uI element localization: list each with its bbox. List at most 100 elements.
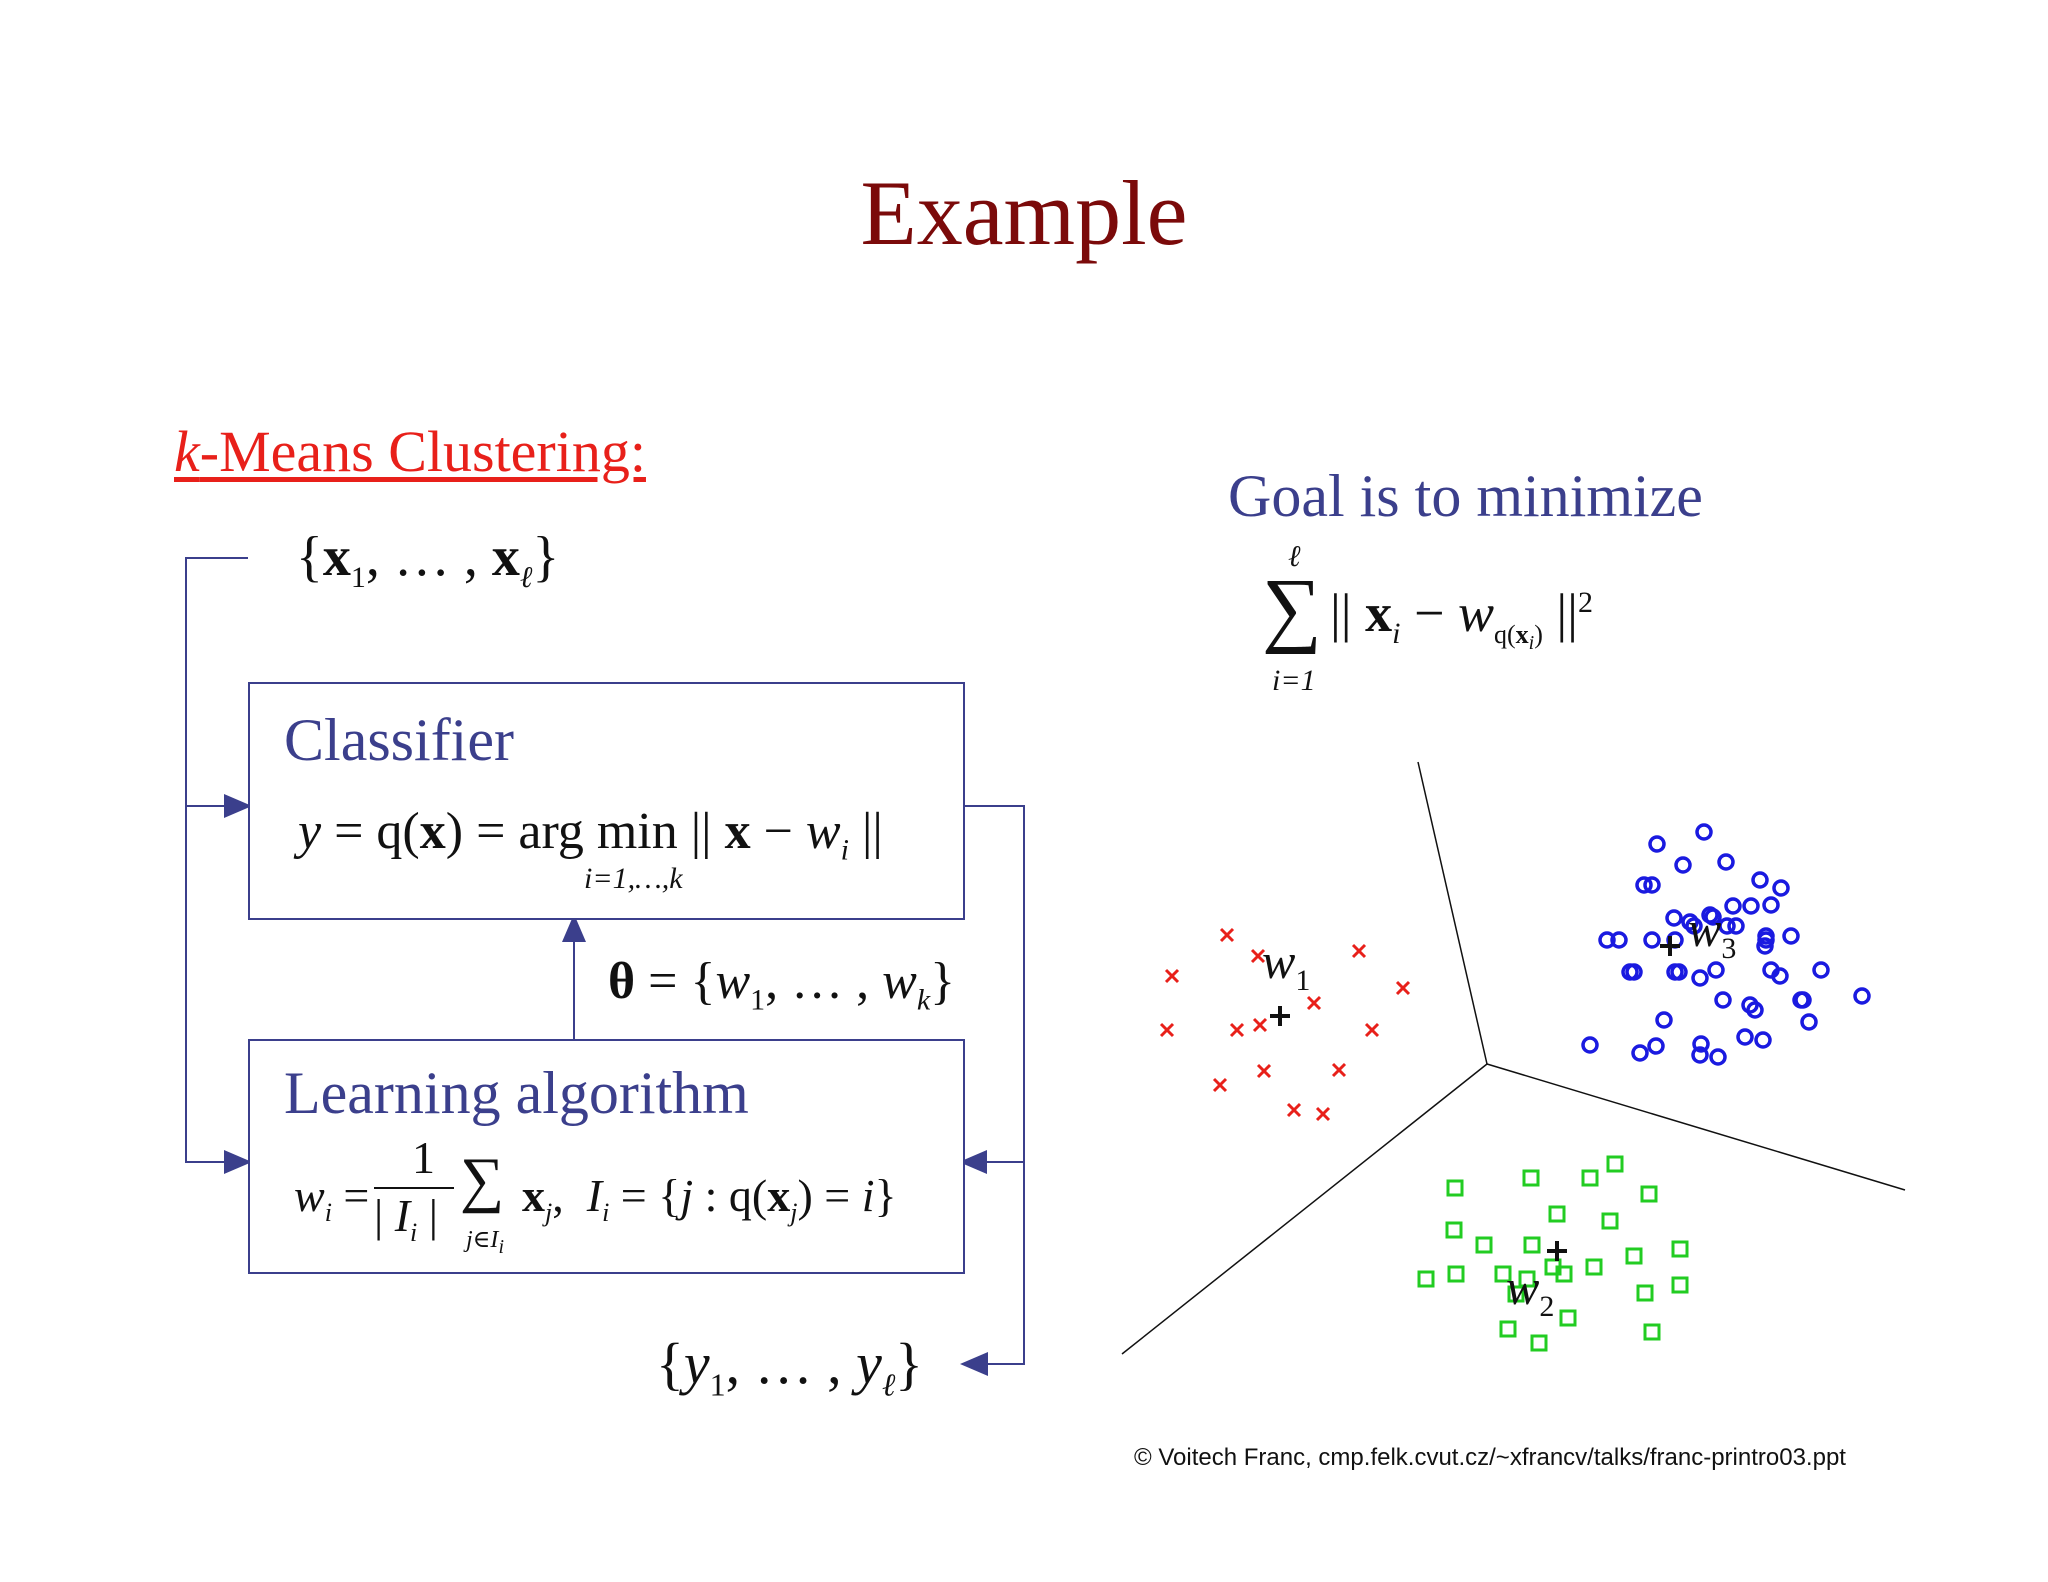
point-cluster-w3	[1635, 876, 1653, 894]
point-cluster-w2	[1446, 1179, 1464, 1197]
centroid-w3	[1660, 936, 1680, 956]
point-cluster-w2	[1636, 1284, 1654, 1302]
point-cluster-w3	[1736, 1028, 1754, 1046]
centroid-w2	[1547, 1241, 1567, 1261]
point-cluster-w1	[1212, 1077, 1228, 1093]
point-cluster-w1	[1351, 943, 1367, 959]
point-cluster-w3	[1714, 991, 1732, 1009]
point-cluster-w3	[1812, 961, 1830, 979]
point-cluster-w1	[1315, 1106, 1331, 1122]
point-cluster-w3	[1800, 1013, 1818, 1031]
point-cluster-w1	[1286, 1102, 1302, 1118]
point-cluster-w1	[1250, 948, 1266, 964]
point-cluster-w3	[1691, 1046, 1709, 1064]
point-cluster-w1	[1219, 927, 1235, 943]
output-feed-line	[960, 805, 1025, 1376]
point-cluster-w3	[1625, 963, 1643, 981]
point-cluster-w1	[1159, 1022, 1175, 1038]
output-set: {y1, … , yℓ}	[656, 1331, 924, 1403]
theta-parameters: θ = {w1, … , wk}	[608, 953, 956, 1017]
point-cluster-w3	[1792, 991, 1810, 1009]
voronoi-boundary	[1486, 1063, 1906, 1191]
objective-formula: ℓ ∑ i=1 || xi − wq(xi) ||2	[1262, 540, 1593, 697]
point-cluster-w2	[1548, 1205, 1566, 1223]
point-cluster-w3	[1648, 835, 1666, 853]
learning-box: Learning algorithm wi = 1 | Ii | ∑ j∈Ii …	[248, 1039, 965, 1274]
copyright-footer: © Voitech Franc, cmp.felk.cvut.cz/~xfran…	[1134, 1444, 1846, 1471]
centroid-w1	[1270, 1006, 1290, 1026]
slide-title: Example	[860, 162, 1188, 264]
point-cluster-w2	[1417, 1270, 1435, 1288]
learning-label: Learning algorithm	[284, 1060, 749, 1126]
point-cluster-w2	[1555, 1265, 1573, 1283]
point-cluster-w2	[1507, 1285, 1525, 1303]
point-cluster-w3	[1681, 913, 1699, 931]
point-cluster-w3	[1598, 931, 1616, 949]
learning-formula: wi = 1 | Ii | ∑ j∈Ii xj, Ii = {j : q(xj)…	[294, 1132, 897, 1258]
point-cluster-w1	[1252, 1017, 1268, 1033]
point-cluster-w2	[1581, 1169, 1599, 1187]
point-cluster-w1	[1256, 1063, 1272, 1079]
point-cluster-w1	[1395, 980, 1411, 996]
point-cluster-w2	[1559, 1309, 1577, 1327]
point-cluster-w2	[1494, 1265, 1512, 1283]
point-cluster-w3	[1707, 961, 1725, 979]
point-cluster-w3	[1853, 987, 1871, 1005]
classifier-box: Classifier y = q(x) = arg min || x − wi …	[248, 682, 965, 920]
point-cluster-w2	[1447, 1265, 1465, 1283]
point-cluster-w3	[1610, 931, 1628, 949]
point-cluster-w3	[1727, 917, 1745, 935]
input-set: {x1, … , xℓ}	[296, 526, 560, 595]
point-cluster-w3	[1718, 917, 1736, 935]
point-cluster-w2	[1445, 1221, 1463, 1239]
point-cluster-w2	[1643, 1323, 1661, 1341]
point-cluster-w3	[1655, 1011, 1673, 1029]
point-cluster-w3	[1709, 1048, 1727, 1066]
point-cluster-w3	[1751, 871, 1769, 889]
point-cluster-w2	[1518, 1270, 1536, 1288]
point-cluster-w2	[1499, 1320, 1517, 1338]
point-cluster-w2	[1585, 1258, 1603, 1276]
point-cluster-w3	[1691, 969, 1709, 987]
point-cluster-w1	[1364, 1022, 1380, 1038]
argmin-subscript: i=1,…,k	[584, 862, 683, 895]
section-heading: k-Means Clustering:	[174, 418, 646, 485]
point-cluster-w3	[1643, 876, 1661, 894]
point-cluster-w2	[1523, 1236, 1541, 1254]
point-cluster-w3	[1695, 823, 1713, 841]
point-cluster-w1	[1331, 1062, 1347, 1078]
heading-rest: -Means Clustering:	[199, 419, 646, 484]
point-cluster-w3	[1670, 963, 1688, 981]
point-cluster-w2	[1475, 1236, 1493, 1254]
label-w1: w1	[1262, 933, 1310, 997]
kmeans-scatter: w1 w2 w3	[1121, 761, 1906, 1355]
point-cluster-w3	[1704, 908, 1722, 926]
goal-text: Goal is to minimize	[1228, 463, 1703, 529]
point-cluster-w2	[1606, 1155, 1624, 1173]
classifier-label: Classifier	[284, 707, 514, 773]
point-cluster-w3	[1782, 927, 1800, 945]
point-cluster-w1	[1306, 995, 1322, 1011]
point-cluster-w3	[1724, 897, 1742, 915]
point-cluster-w3	[1754, 1031, 1772, 1049]
point-cluster-w3	[1674, 856, 1692, 874]
point-cluster-w1	[1164, 968, 1180, 984]
point-cluster-w2	[1625, 1247, 1643, 1265]
point-cluster-w2	[1522, 1169, 1540, 1187]
point-cluster-w2	[1671, 1240, 1689, 1258]
point-cluster-w3	[1762, 896, 1780, 914]
point-cluster-w3	[1771, 967, 1789, 985]
point-cluster-w3	[1757, 931, 1775, 949]
point-cluster-w2	[1530, 1334, 1548, 1352]
point-cluster-w3	[1643, 931, 1661, 949]
input-feed-line	[185, 557, 252, 1174]
classifier-formula: y = q(x) = arg min || x − wi ||	[298, 803, 883, 867]
point-cluster-w3	[1717, 853, 1735, 871]
heading-k: k	[174, 419, 200, 484]
point-cluster-w3	[1746, 1001, 1764, 1019]
point-cluster-w3	[1647, 1037, 1665, 1055]
point-cluster-w2	[1601, 1212, 1619, 1230]
point-cluster-w2	[1640, 1185, 1658, 1203]
point-cluster-w3	[1692, 1035, 1710, 1053]
